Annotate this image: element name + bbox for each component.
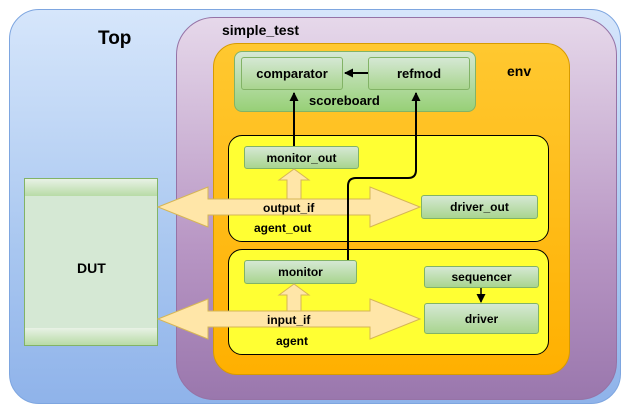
env-label: env bbox=[507, 63, 532, 79]
agent-label: agent bbox=[276, 334, 309, 348]
dut-block bbox=[24, 178, 158, 346]
refmod-label: refmod bbox=[396, 66, 442, 81]
monitor-out-label: monitor_out bbox=[266, 150, 337, 165]
dut-label: DUT bbox=[77, 260, 106, 276]
sequencer-block: sequencer bbox=[424, 266, 539, 288]
input-if-arrow bbox=[156, 298, 422, 340]
scoreboard-label: scoreboard bbox=[309, 93, 380, 108]
comparator-label: comparator bbox=[256, 66, 328, 81]
input-if-label: input_if bbox=[267, 313, 311, 327]
simple-test-label: simple_test bbox=[222, 22, 300, 38]
sequencer-label: sequencer bbox=[451, 270, 512, 284]
dut-top-bar bbox=[25, 179, 157, 196]
monitor-out-block: monitor_out bbox=[244, 146, 359, 169]
driver-out-label: driver_out bbox=[450, 200, 509, 214]
monitor-to-refmod-line bbox=[347, 92, 421, 260]
output-if-label: output_if bbox=[263, 201, 315, 215]
driver-block: driver bbox=[424, 303, 539, 334]
agent-out-label: agent_out bbox=[254, 221, 312, 235]
monitor-out-tap-arrow bbox=[277, 168, 311, 200]
output-if-arrow bbox=[156, 186, 422, 228]
dut-bottom-bar bbox=[25, 328, 157, 345]
refmod-block: refmod bbox=[368, 57, 470, 90]
monitor-label: monitor bbox=[278, 265, 323, 279]
comparator-block: comparator bbox=[241, 57, 343, 90]
monitor-block: monitor bbox=[244, 260, 357, 284]
driver-out-block: driver_out bbox=[421, 195, 538, 219]
driver-label: driver bbox=[464, 311, 499, 326]
top-label: Top bbox=[98, 28, 132, 49]
monitor-tap-arrow bbox=[277, 283, 311, 312]
